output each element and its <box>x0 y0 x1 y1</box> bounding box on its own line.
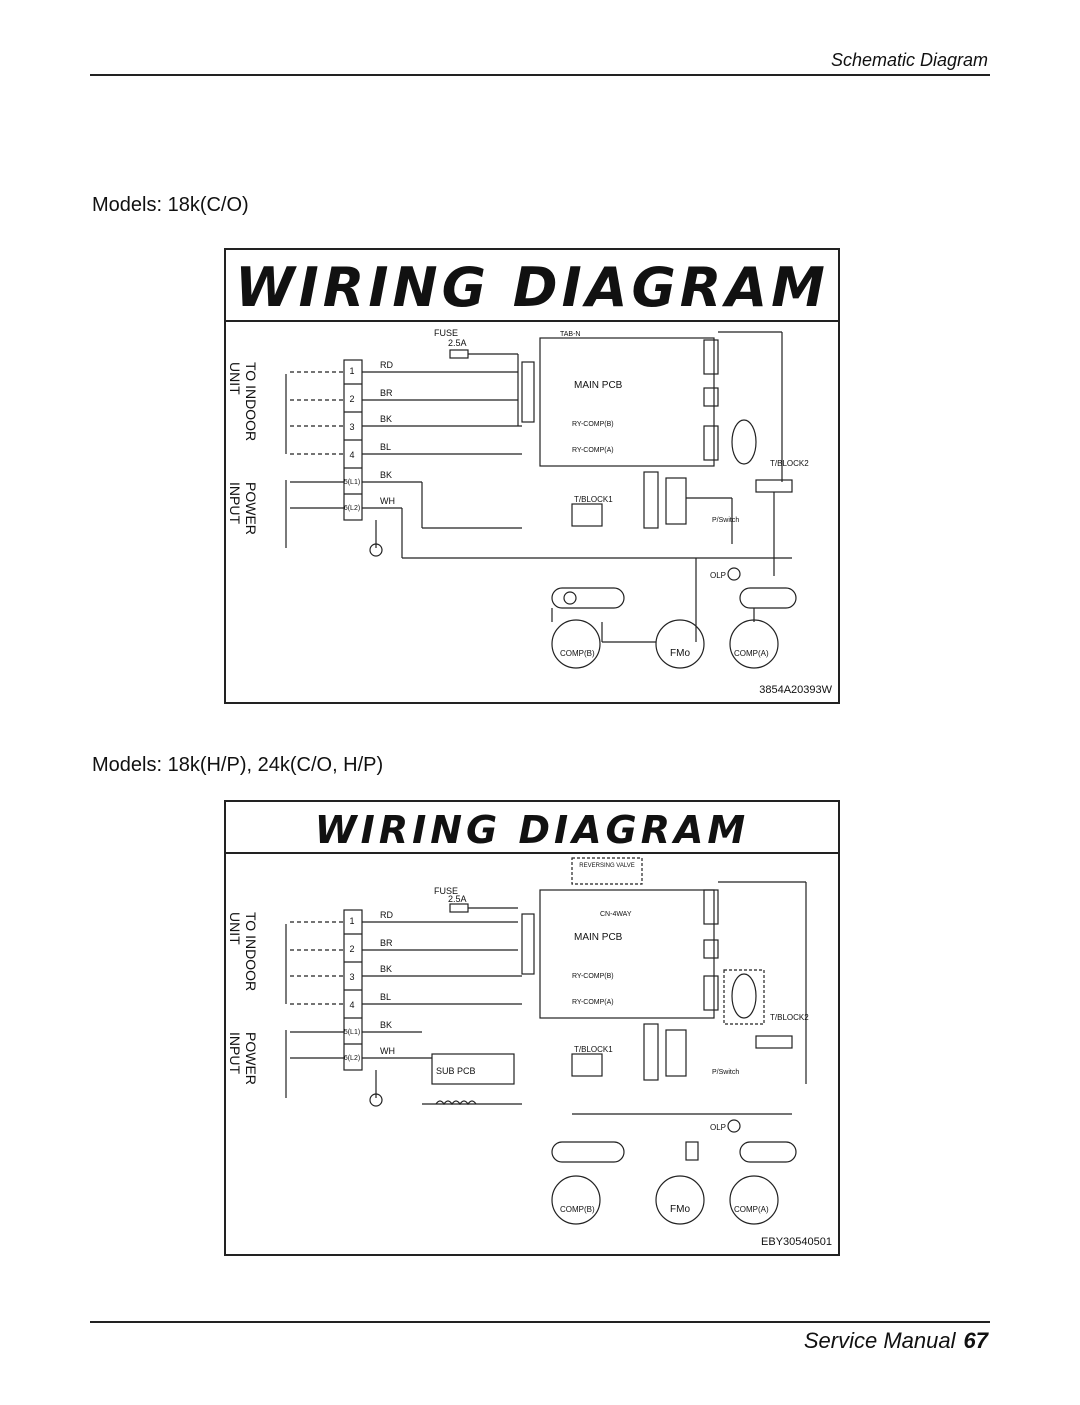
reversing-valve-label: REVERSING VALVE <box>579 863 634 869</box>
footer-label: Service Manual <box>803 1328 956 1353</box>
header-rule <box>90 74 990 76</box>
p-switch-label-d2: P/Switch <box>712 1069 739 1076</box>
wiring-schematic-1: 1 2 3 4 5(L1) 6(L2) RD BR BK BL BK WH TO… <box>227 328 809 669</box>
terminal-1-d2: 1 <box>349 916 354 926</box>
terminal-3-d2: 3 <box>349 972 354 982</box>
t-block1-label: T/BLOCK1 <box>574 495 613 504</box>
power-label-d2: POWER <box>243 1032 259 1085</box>
ry-compa-label-d2: RY-COMP(A) <box>572 999 614 1006</box>
ry-compb-label: RY-COMP(B) <box>572 421 614 428</box>
terminal-4: 4 <box>349 450 354 460</box>
wire-wh-d2: WH <box>380 1046 395 1056</box>
terminal-4-d2: 4 <box>349 1000 354 1010</box>
olp-label-d2: OLP <box>710 1123 726 1132</box>
wire-rd-d2: RD <box>380 910 393 920</box>
unit-label-d2: UNIT <box>227 912 243 945</box>
fuse-label-d2: FUSE <box>434 886 458 896</box>
t-block2-label: T/BLOCK2 <box>770 459 809 468</box>
fmo-label-d2: FMo <box>670 1204 690 1215</box>
fmo-label: FMo <box>670 648 690 659</box>
terminal-2: 2 <box>349 394 354 404</box>
wire-br: BR <box>380 388 393 398</box>
main-pcb-label-d2: MAIN PCB <box>574 932 623 943</box>
wire-wh: WH <box>380 496 395 506</box>
terminal-1: 1 <box>349 366 354 376</box>
fuse-rating-d2: 2.5A <box>448 894 467 904</box>
wire-bl-d2: BL <box>380 992 391 1002</box>
diagram-title-rule-1 <box>226 320 838 322</box>
input-label: INPUT <box>227 482 243 524</box>
terminal-6: 6(L2) <box>344 505 360 512</box>
terminal-5-d2: 5(L1) <box>344 1029 360 1036</box>
models-label-1: Models: 18k(C/O) <box>92 194 249 216</box>
unit-label: UNIT <box>227 362 243 395</box>
comp-b-label: COMP(B) <box>560 649 595 658</box>
terminal-5: 5(L1) <box>344 479 360 486</box>
terminal-3: 3 <box>349 422 354 432</box>
ry-compa-label: RY-COMP(A) <box>572 447 614 454</box>
fuse-label: FUSE <box>434 328 458 338</box>
diagram-code-1: 3854A20393W <box>759 684 832 696</box>
wire-bk-d2: BK <box>380 964 392 974</box>
diagram-title-2: WIRING DIAGRAM <box>314 808 750 852</box>
to-indoor-label-d2: TO INDOOR <box>243 912 259 991</box>
wire-bk: BK <box>380 414 392 424</box>
input-label-d2: INPUT <box>227 1032 243 1074</box>
footer-rule <box>90 1321 990 1323</box>
diagram-code-2: EBY30540501 <box>761 1236 832 1248</box>
p-switch-label: P/Switch <box>712 517 739 524</box>
wiring-diagram-2: WIRING DIAGRAM <box>224 800 840 1256</box>
page-number: 67 <box>963 1328 988 1353</box>
sub-pcb-label: SUB PCB <box>436 1066 476 1076</box>
to-indoor-label: TO INDOOR <box>243 362 259 441</box>
section-title: Schematic Diagram <box>830 50 988 70</box>
terminal-6-d2: 6(L2) <box>344 1055 360 1062</box>
fuse-rating: 2.5A <box>448 338 467 348</box>
t-block2-label-d2: T/BLOCK2 <box>770 1013 809 1022</box>
power-label: POWER <box>243 482 259 535</box>
tab-n-label: TAB-N <box>560 331 580 338</box>
main-pcb-label: MAIN PCB <box>574 380 623 391</box>
models-label-2: Models: 18k(H/P), 24k(C/O, H/P) <box>92 754 384 776</box>
terminal-2-d2: 2 <box>349 944 354 954</box>
wire-bk-2: BK <box>380 470 392 480</box>
diagram-title-1: WIRING DIAGRAM <box>235 256 829 319</box>
comp-b-label-d2: COMP(B) <box>560 1205 595 1214</box>
comp-a-label: COMP(A) <box>734 649 769 658</box>
ry-compb-label-d2: RY-COMP(B) <box>572 973 614 980</box>
wiring-schematic-2: REVERSING VALVE CN-4WAY SUB PCB 1 2 3 4 … <box>227 857 809 1225</box>
wire-bk-2-d2: BK <box>380 1020 392 1030</box>
comp-a-label-d2: COMP(A) <box>734 1205 769 1214</box>
olp-label: OLP <box>710 571 726 580</box>
cn-4way-label: CN-4WAY <box>600 911 632 918</box>
wire-bl: BL <box>380 442 391 452</box>
footer: Service Manual 67 <box>804 1328 988 1354</box>
wiring-diagram-1: WIRING DIAGRAM <box>224 248 840 704</box>
t-block1-label-d2: T/BLOCK1 <box>574 1045 613 1054</box>
wire-br-d2: BR <box>380 938 393 948</box>
wire-rd: RD <box>380 360 393 370</box>
diagram-title-rule-2 <box>226 852 838 854</box>
